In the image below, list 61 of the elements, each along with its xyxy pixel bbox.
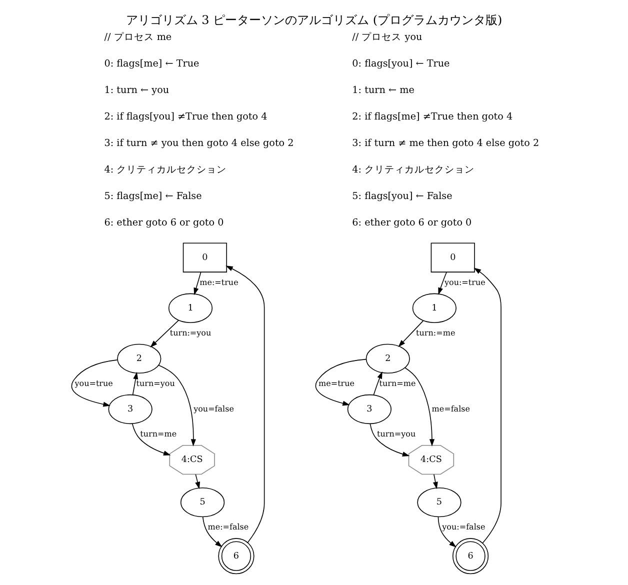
edge-label: you=true (74, 378, 113, 388)
arrow (158, 364, 196, 446)
edge-label: you:=true (444, 278, 486, 287)
node-ellipse: 3 (347, 394, 392, 424)
node-ellipse: 5 (180, 487, 225, 518)
label: 4: クリティカルセクション (352, 164, 475, 176)
arrow (438, 272, 448, 295)
edge-label: turn=me (140, 430, 177, 439)
node-ellipse: 2 (117, 344, 162, 374)
edge-label: me:=true (200, 278, 238, 287)
arrow (474, 268, 502, 544)
arrow (132, 423, 171, 456)
label: 3: if turn ≠ me then goto 4 else goto 2 (352, 138, 540, 150)
label: 1: turn ← you (104, 85, 170, 96)
label: 3: if turn ≠ you then goto 4 else goto 2 (104, 138, 294, 150)
arrow (404, 367, 435, 446)
arrow (202, 516, 222, 548)
node-ellipse: 2 (366, 344, 410, 374)
label: 1: turn ← me (352, 85, 414, 96)
edge-label: me=true (318, 378, 355, 388)
node-ellipse: 3 (108, 394, 152, 424)
edge-label: you:=false (442, 522, 486, 532)
arrow (132, 372, 138, 396)
edge-label: turn=me (379, 378, 416, 388)
node-box: 0 (182, 242, 228, 272)
edge-label: me=false (432, 404, 470, 414)
node-circle: 6 (218, 538, 254, 574)
label: 0: flags[me] ← True (104, 58, 200, 70)
edge-label: you=false (194, 404, 234, 414)
node-circle: 6 (452, 538, 489, 574)
arrow (195, 474, 200, 490)
edge-label: turn:=you (170, 328, 212, 338)
edge-label: me:=false (208, 522, 249, 532)
label: 2: if flags[you] ≠True then goto 4 (104, 112, 268, 123)
arrow (370, 423, 410, 457)
arrow (373, 371, 382, 396)
arrow (315, 358, 366, 406)
node-ellipse: 1 (168, 293, 213, 323)
label: // プロセス me (104, 32, 172, 44)
edge-label: turn=you (136, 378, 175, 388)
label: 4: クリティカルセクション (104, 164, 227, 176)
label: 5: flags[me] ← False (104, 191, 202, 202)
arrow (194, 272, 202, 296)
diagram-title: アリゴリズム 3 ピーターソンのアルゴリズム (プログラムカウンタ版) (126, 13, 502, 28)
label: 2: if flags[me] ≠True then goto 4 (352, 112, 513, 123)
label: // プロセス you (352, 32, 422, 44)
label: 5: flags[you] ← False (352, 191, 452, 202)
node-ellipse: 1 (412, 293, 456, 323)
arrow (438, 516, 456, 548)
arrow (398, 320, 424, 348)
edge-label: turn=you (377, 430, 416, 439)
node-box: 0 (430, 242, 475, 272)
label: 6: ether goto 6 or goto 0 (104, 218, 224, 229)
arrow (432, 474, 438, 490)
label: 6: ether goto 6 or goto 0 (352, 218, 472, 229)
arrow (71, 360, 118, 407)
node-ellipse: 5 (417, 487, 462, 518)
edge-label: turn:=me (416, 328, 456, 338)
arrow (150, 320, 179, 348)
arrow (226, 266, 265, 543)
label: 0: flags[you] ← True (352, 58, 450, 70)
